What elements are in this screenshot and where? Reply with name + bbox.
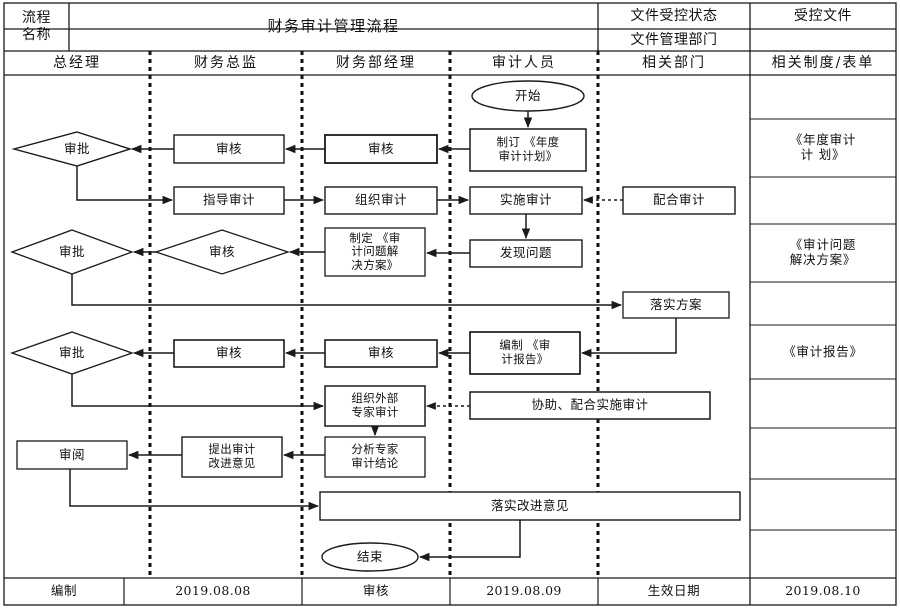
node-compile — [469, 331, 581, 375]
node-guide — [173, 186, 285, 215]
node-cooperate — [622, 186, 736, 215]
node-implement — [469, 186, 583, 215]
node-implement-suggestion — [319, 491, 741, 521]
node-review4 — [324, 339, 438, 368]
footer-dividers — [123, 578, 599, 605]
node-review2 — [173, 134, 285, 164]
node-review3 — [153, 229, 291, 275]
doc-column-separators — [750, 118, 896, 531]
support-connectors — [426, 196, 623, 410]
node-find-issue — [469, 239, 583, 268]
node-organize — [324, 186, 438, 215]
node-approve2 — [10, 229, 134, 275]
node-solution — [324, 227, 426, 277]
node-read — [16, 440, 128, 470]
node-ext-expert — [324, 385, 426, 427]
node-analyze — [324, 436, 426, 478]
node-approve1 — [11, 131, 133, 167]
node-suggestion — [181, 436, 283, 478]
node-start — [471, 80, 585, 112]
node-approve3 — [10, 331, 134, 375]
node-review1 — [324, 134, 438, 164]
node-plan — [469, 128, 587, 172]
node-review5 — [173, 339, 285, 368]
node-execute-plan — [622, 291, 730, 319]
node-end — [321, 542, 419, 572]
flow-connectors — [69, 111, 677, 562]
node-assist — [469, 391, 711, 420]
